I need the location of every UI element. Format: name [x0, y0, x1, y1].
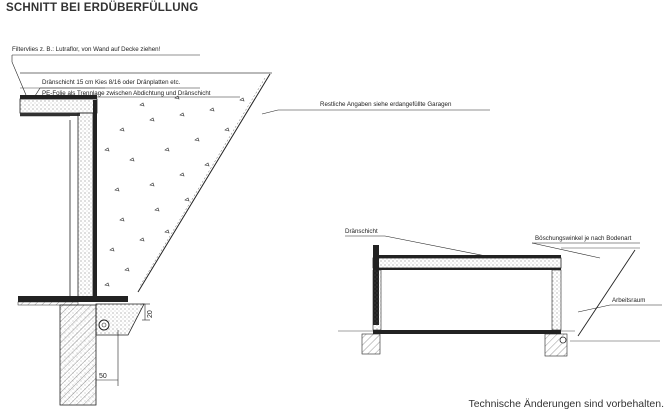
footer-note: Technische Änderungen sind vorbehalten.	[468, 398, 664, 410]
label-restliche-angaben: Restliche Angaben siehe erdangefüllte Ga…	[320, 101, 452, 108]
garage-wall-left	[372, 269, 382, 331]
drain-pipe	[98, 319, 110, 331]
slope-line	[137, 73, 271, 293]
label-pe-folie: PE-Folie als Trennlage zwischen Abdichtu…	[42, 90, 211, 97]
garage-slope	[577, 249, 636, 337]
page-title: SCHNITT BEI ERDÜBERFÜLLUNG	[6, 2, 199, 14]
gravel-marks	[104, 95, 245, 287]
label-filtervlies: Filtervlies z. B.: Lutraflor, von Wand a…	[12, 46, 161, 53]
label-draenschicht: Dränschicht	[345, 228, 378, 235]
wall	[77, 112, 94, 301]
roof-slab	[19, 98, 98, 114]
garage-footing-left	[361, 333, 381, 355]
label-draenschicht-kies: Dränschicht 15 cm Kies 8/16 oder Dränpla…	[42, 79, 181, 86]
garage-wall-right	[551, 269, 562, 331]
label-boeschungswinkel: Böschungswinkel je nach Bodenart	[535, 235, 632, 242]
garage-roof	[372, 257, 562, 269]
dimension-20: 20	[147, 310, 154, 318]
floor-slab	[18, 296, 128, 302]
label-arbeitsraum: Arbeitsraum	[612, 297, 646, 304]
dimension-50: 50	[99, 373, 107, 380]
earth-fill	[92, 78, 270, 300]
